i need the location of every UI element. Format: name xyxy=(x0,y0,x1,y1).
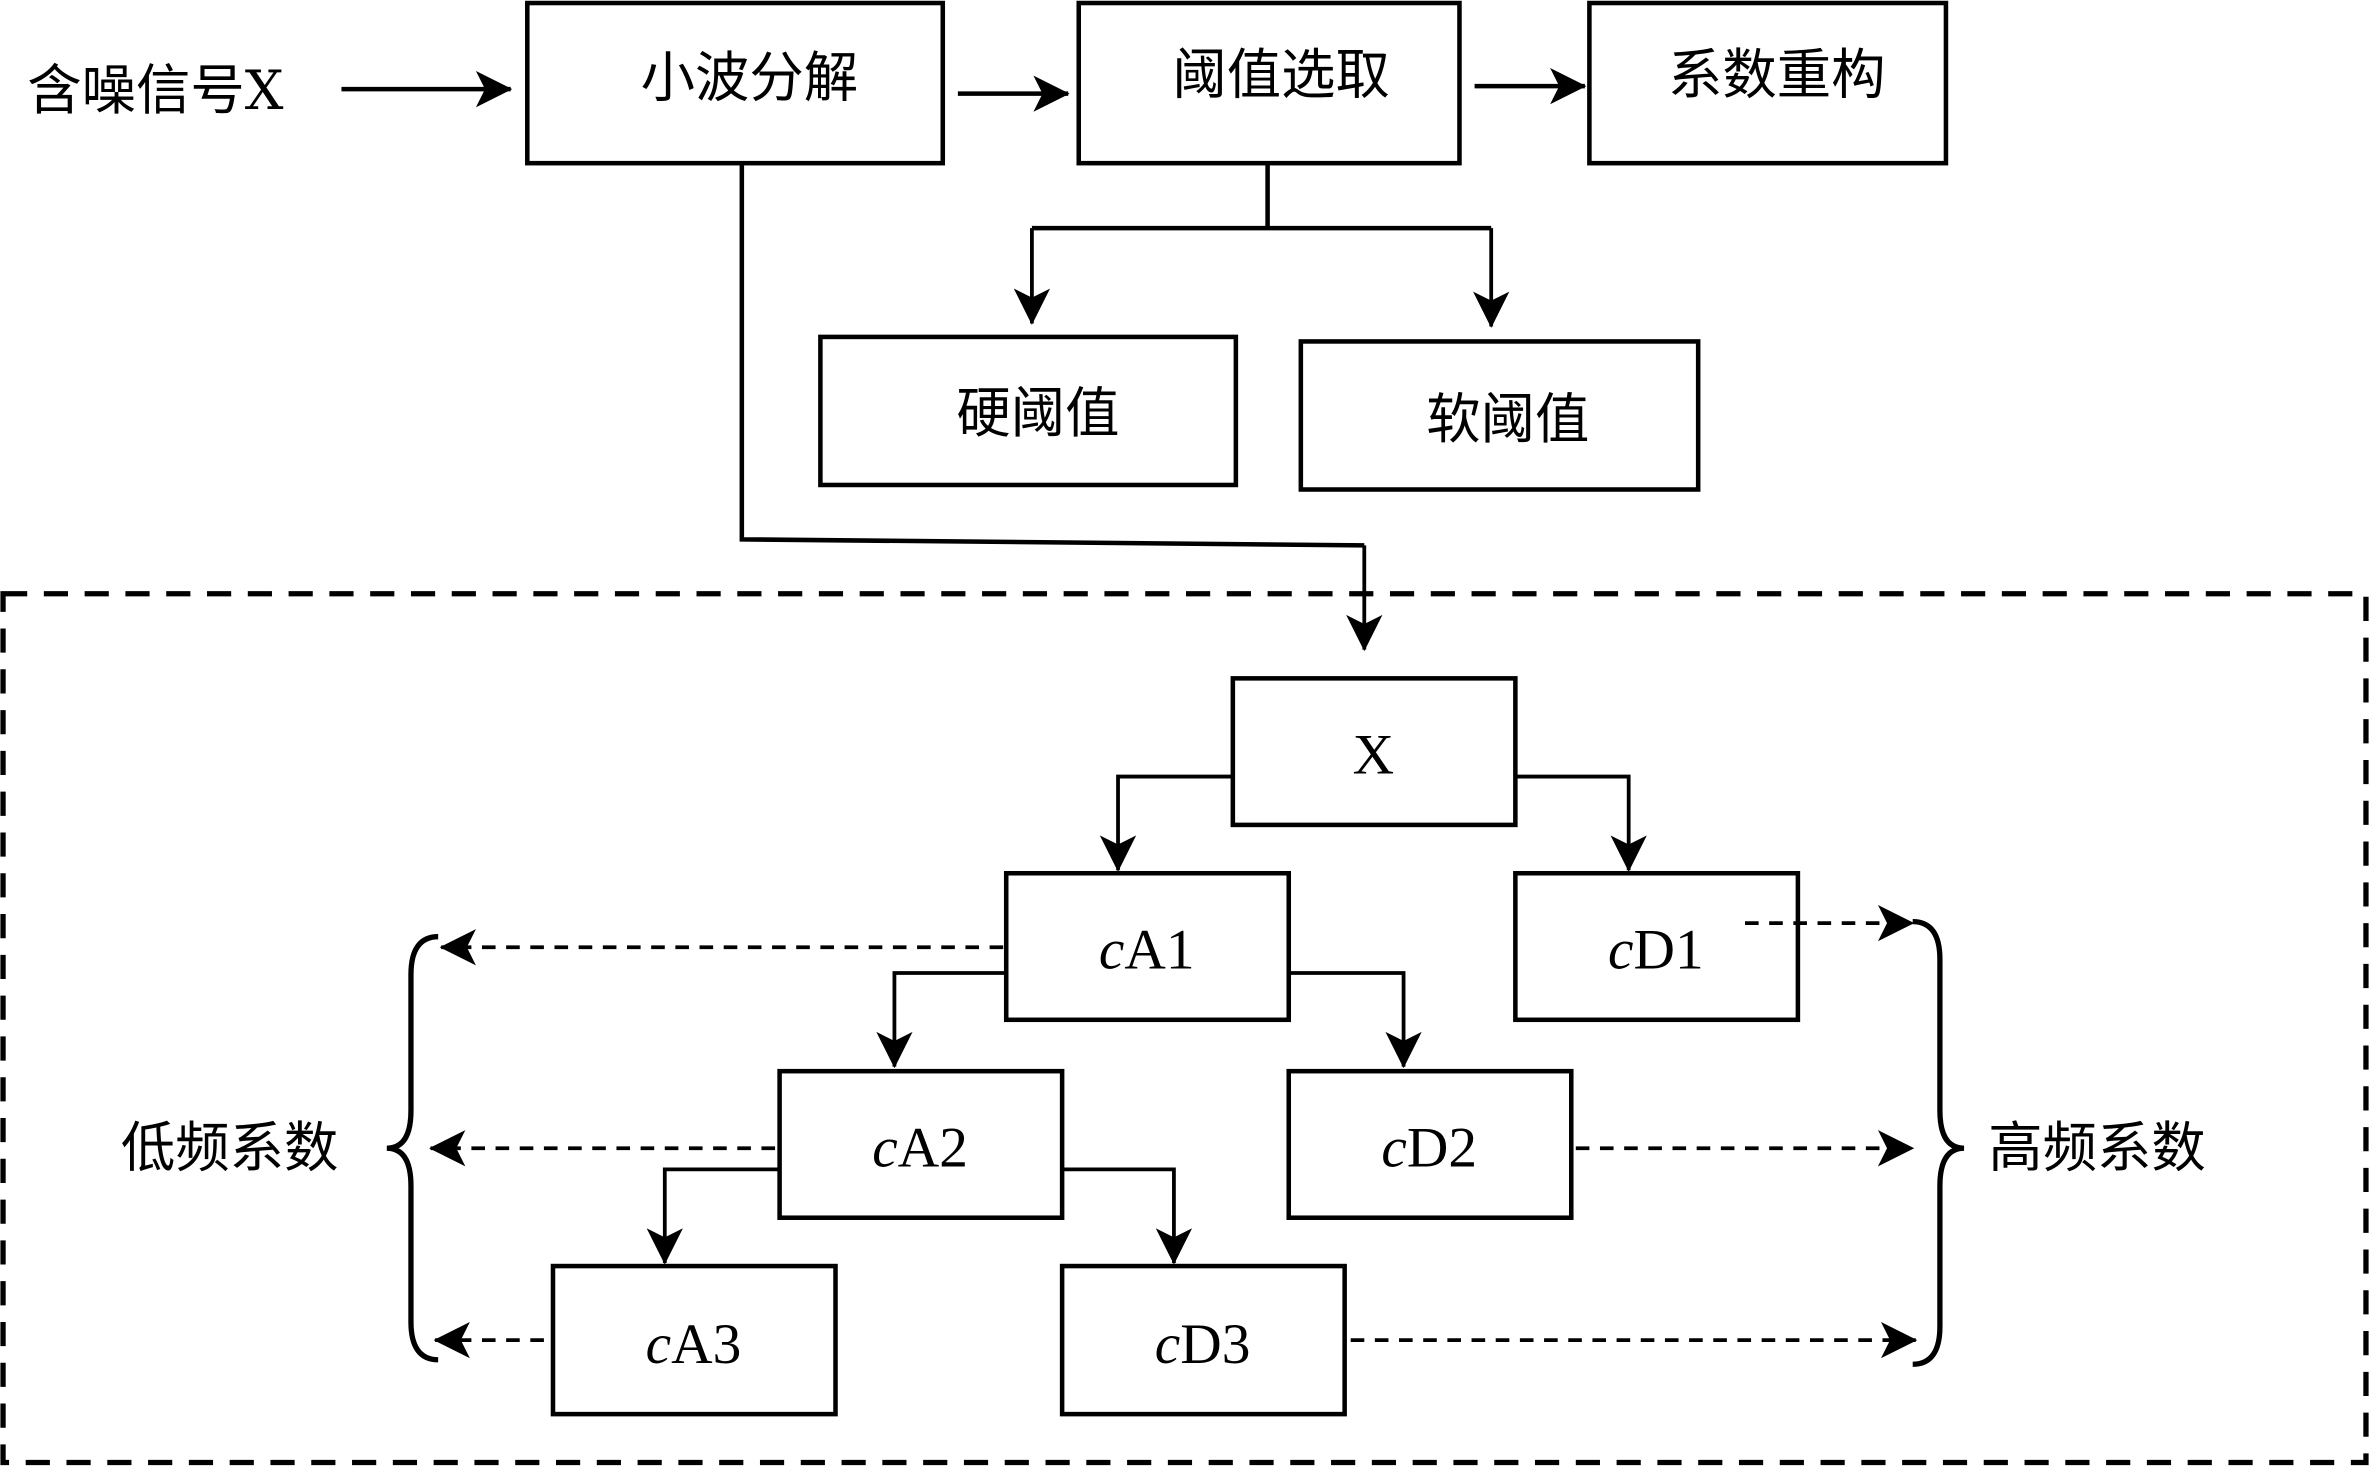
reconstruct-label: 系数重构 xyxy=(1668,44,1886,107)
node-cD3-prefix: c xyxy=(1155,1313,1180,1376)
node-cA2-prefix: c xyxy=(872,1116,897,1179)
node-cA3-label: A3 xyxy=(671,1313,741,1376)
node-cD3: cD3 xyxy=(1059,1263,1347,1417)
edge-cA2-cA3 xyxy=(646,1167,780,1265)
edge-cA1-cA2 xyxy=(876,971,1007,1069)
node-cA1-prefix: c xyxy=(1099,918,1124,981)
decompose-label: 小波分解 xyxy=(641,47,859,110)
node-cD2: cD2 xyxy=(1286,1068,1574,1220)
node-cA2: cA2 xyxy=(777,1068,1065,1220)
node-cD2-label: D2 xyxy=(1407,1116,1477,1179)
high-frequency-brace xyxy=(1912,918,1965,1367)
edge-X-cD1 xyxy=(1515,774,1647,872)
edge-cA1-cD2 xyxy=(1288,971,1422,1069)
svg-text:cD2: cD2 xyxy=(1381,1116,1477,1179)
box-soft-threshold: 软阈值 xyxy=(1298,339,1701,492)
node-cD1-label: D1 xyxy=(1634,918,1704,981)
low-frequency-brace xyxy=(386,934,439,1363)
high-frequency-label: 高频系数 xyxy=(1988,1116,2206,1179)
soft-threshold-label: 软阈值 xyxy=(1426,388,1589,451)
node-cA1-label: A1 xyxy=(1124,918,1194,981)
input-signal-label: 含噪信号X xyxy=(27,59,283,122)
decomposition-detail-frame xyxy=(0,591,2369,1466)
edge-cA2-cD3 xyxy=(1062,1167,1193,1265)
svg-text:cA3: cA3 xyxy=(646,1313,742,1376)
edge-X-cA1 xyxy=(1099,774,1233,872)
node-cA1: cA1 xyxy=(1003,870,1292,1023)
node-cA3-prefix: c xyxy=(646,1313,671,1376)
box-hard-threshold: 硬阈值 xyxy=(818,334,1239,488)
node-cA2-label: A2 xyxy=(898,1116,968,1179)
low-frequency-label: 低频系数 xyxy=(121,1116,339,1179)
box-reconstruct: 系数重构 xyxy=(1587,0,1949,166)
node-cA3: cA3 xyxy=(550,1263,838,1417)
node-cD1: cD1 xyxy=(1513,870,1801,1023)
svg-text:cA1: cA1 xyxy=(1099,918,1195,981)
node-cD2-prefix: c xyxy=(1381,1116,1406,1179)
connector-threshold-branch xyxy=(1031,163,1492,231)
hard-threshold-label: 硬阈值 xyxy=(956,382,1119,445)
box-threshold-select: 阈值选取 xyxy=(1076,0,1462,166)
box-decompose: 小波分解 xyxy=(525,0,946,166)
svg-text:cD3: cD3 xyxy=(1155,1313,1251,1376)
node-X-label: X xyxy=(1353,724,1394,787)
node-cD3-label: D3 xyxy=(1180,1313,1250,1376)
svg-text:cA2: cA2 xyxy=(872,1116,968,1179)
node-X: X xyxy=(1230,676,1518,828)
threshold-select-label: 阈值选取 xyxy=(1172,44,1390,107)
connector-decompose-to-tree xyxy=(739,163,1365,548)
node-cD1-prefix: c xyxy=(1608,918,1633,981)
svg-text:cD1: cD1 xyxy=(1608,918,1704,981)
